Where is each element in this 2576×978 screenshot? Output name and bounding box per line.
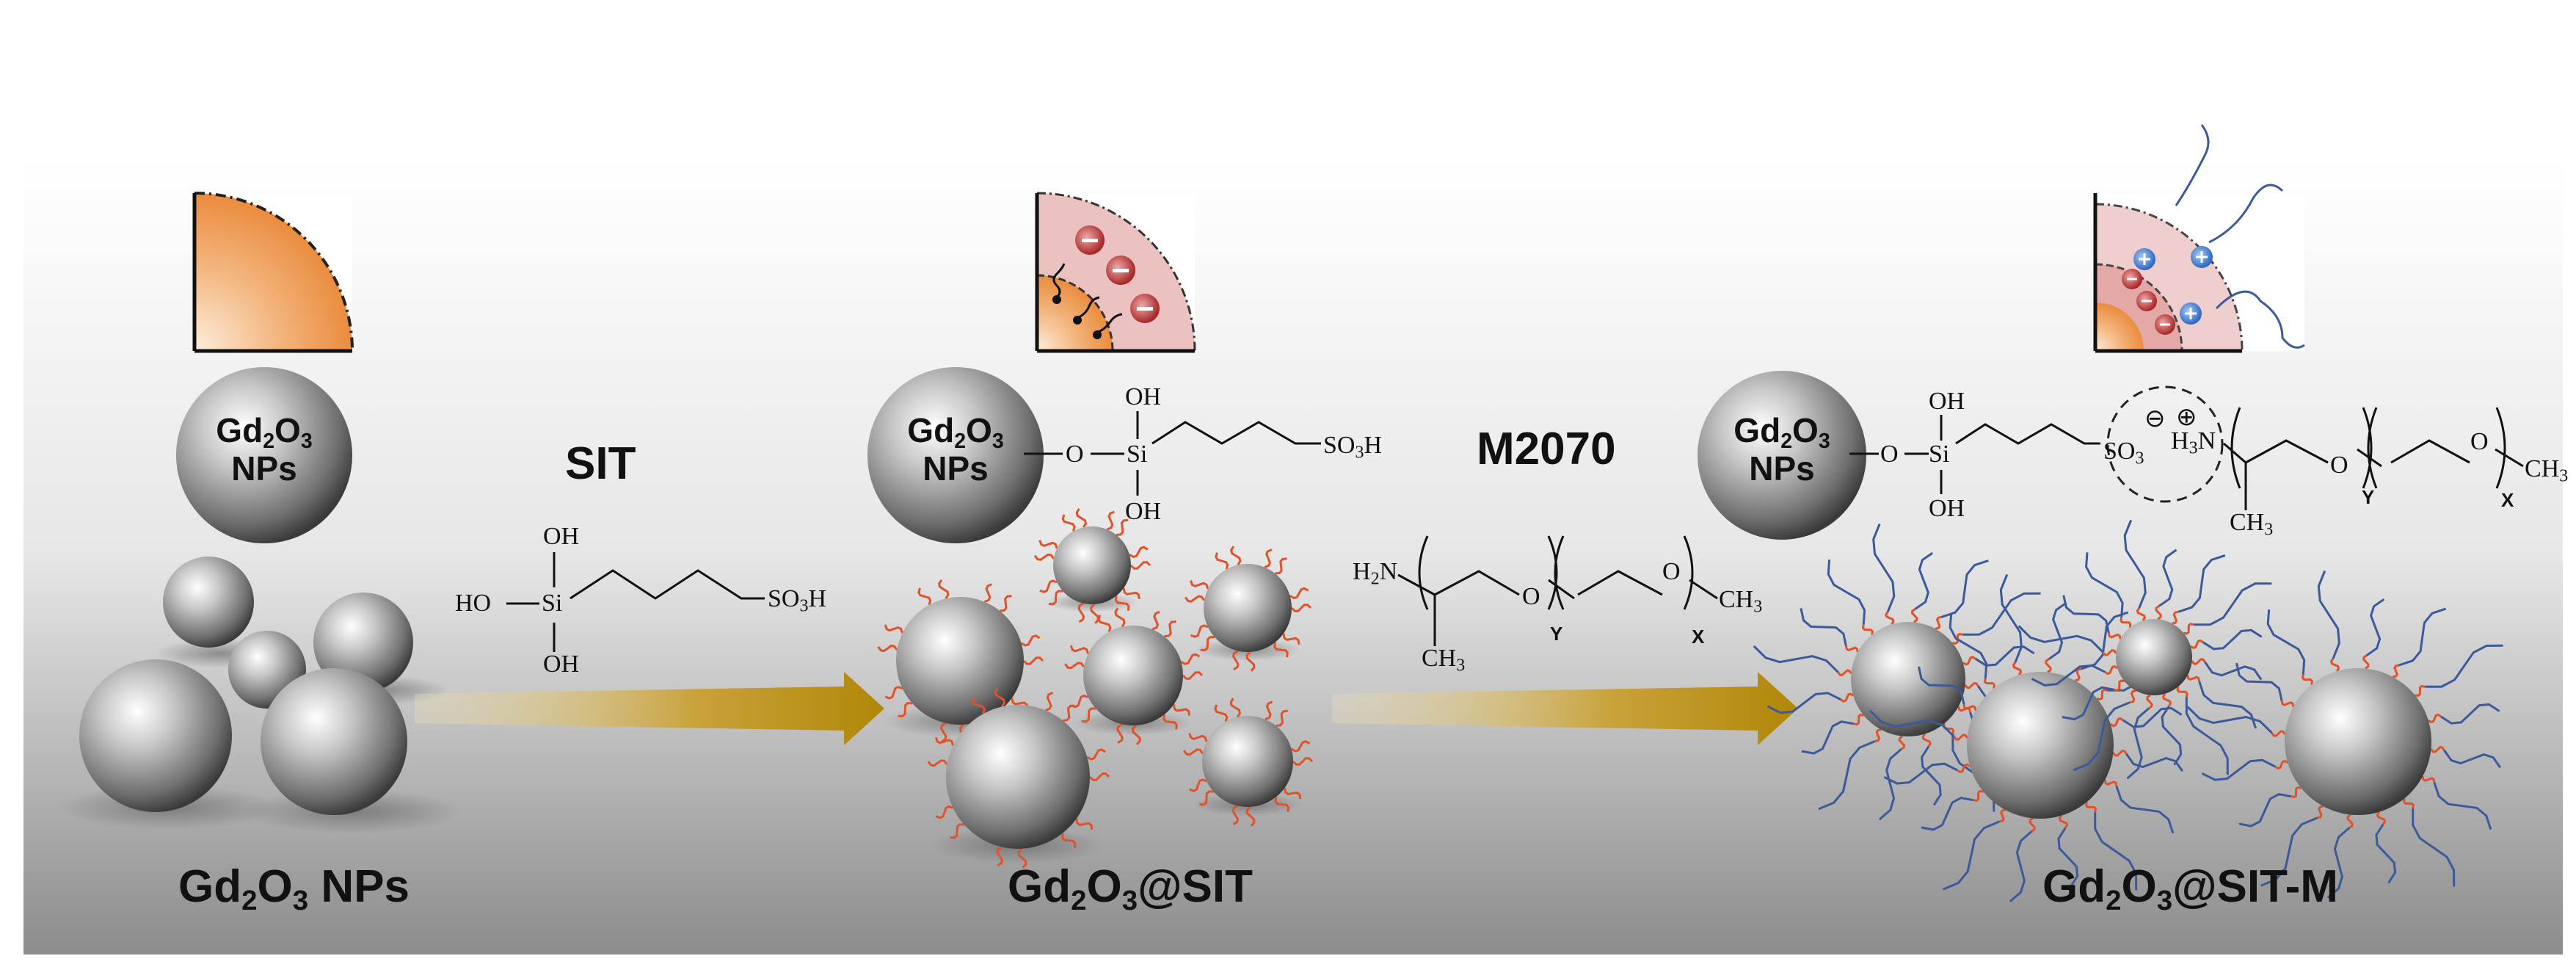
peg-particle — [1753, 524, 2041, 821]
final-plus-sign: ⊕ — [2176, 404, 2197, 431]
sit-particle — [1183, 698, 1314, 827]
stage1-labeled-sphere — [176, 367, 352, 543]
m2070-o1: O — [1522, 583, 1540, 610]
final-minus-sign: ⊖ — [2144, 405, 2166, 432]
grafted-oh-top: OH — [1125, 383, 1162, 410]
grafted-so3h: SO3H — [1323, 432, 1383, 463]
stage1-nanoparticle-cluster — [59, 557, 462, 833]
peg-particle — [2017, 519, 2272, 780]
grafted-si: Si — [1127, 441, 1148, 468]
arrow-2 — [1332, 672, 1798, 745]
peg-particle — [1869, 573, 2186, 903]
m2070-h2n: H2N — [1353, 558, 1398, 589]
m2070-y: Y — [1550, 623, 1563, 645]
grafted-sit-bonds — [1024, 411, 1321, 496]
sit-skeleton — [506, 552, 765, 652]
stage2-labeled-sphere — [867, 367, 1044, 543]
arrow-1 — [415, 672, 884, 745]
final-y: Y — [2362, 486, 2375, 508]
final-o: O — [1880, 441, 1899, 468]
final-so3: SO3 — [2103, 438, 2144, 468]
sit-particle — [1064, 607, 1204, 745]
sit-so3h: SO3H — [768, 585, 827, 616]
final-o2: O — [2470, 428, 2489, 455]
sit-ho-left: HO — [455, 590, 492, 617]
stage2-quarter-core-inset — [1035, 192, 1196, 353]
final-x: X — [2501, 489, 2514, 511]
final-ch3-branch: CH3 — [2230, 509, 2274, 540]
grafted-o: O — [1066, 441, 1084, 468]
final-oh-top: OH — [1929, 388, 1965, 415]
m2070-skeleton — [1397, 535, 1718, 646]
stage3-pegylated-particles — [1753, 519, 2503, 903]
stage1-label: Gd2O3 NPs — [178, 861, 410, 916]
m2070-o2: O — [1662, 558, 1681, 585]
sit-oh-bottom: OH — [543, 651, 580, 678]
m2070-x: X — [1692, 626, 1705, 648]
m2070-ch3-end: CH3 — [1719, 586, 1763, 617]
final-o1: O — [2330, 452, 2348, 479]
sphere-label-stage3: Gd2O3 NPs — [1733, 411, 1830, 488]
reagent-label-sit: SIT — [565, 438, 636, 489]
grafted-oh-bottom: OH — [1125, 498, 1162, 525]
sit-particle — [927, 687, 1110, 869]
final-bonds — [1849, 407, 2524, 510]
ion-pair-circle — [2106, 385, 2224, 503]
m2070-ch3-branch: CH3 — [1422, 645, 1466, 675]
stage3-label: Gd2O3@SIT-M — [2042, 861, 2338, 916]
final-h3n: H3N — [2171, 427, 2216, 458]
sit-particle — [1033, 508, 1151, 624]
sit-particle — [1184, 546, 1312, 672]
stage3-labeled-sphere — [1698, 371, 1866, 540]
stage1-quarter-core-inset — [192, 192, 354, 353]
sit-si: Si — [542, 590, 563, 617]
stage3-quarter-core-inset — [2093, 124, 2305, 353]
reagent-label-m2070: M2070 — [1477, 424, 1616, 474]
final-si: Si — [1929, 441, 1950, 468]
stage2-functionalized-particles — [877, 508, 1314, 869]
stage2-label: Gd2O3@SIT — [1008, 861, 1254, 916]
sphere-label-stage2: Gd2O3 NPs — [907, 411, 1004, 488]
final-oh-bottom: OH — [1929, 495, 1965, 522]
peg-particle — [2186, 570, 2503, 899]
sit-oh-top: OH — [543, 523, 580, 550]
sphere-label-stage1: Gd2O3 NPs — [216, 411, 313, 488]
final-ch3-end: CH3 — [2525, 455, 2569, 486]
